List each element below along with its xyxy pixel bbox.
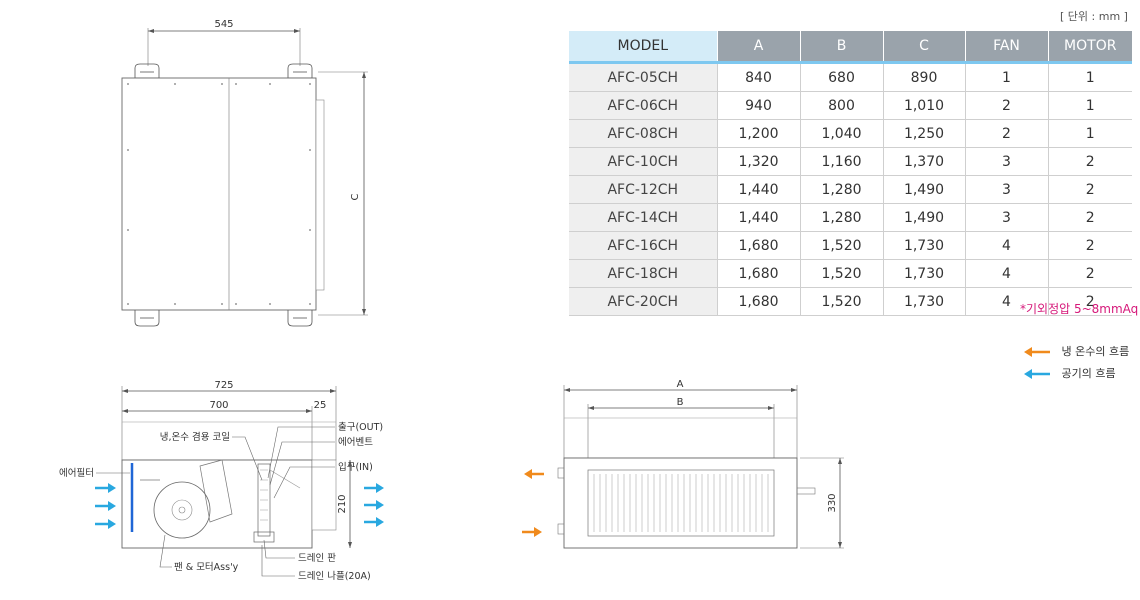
model-cell: AFC-06CH [569,91,718,120]
value-cell: 1,250 [883,119,966,148]
value-cell: 1,440 [717,203,801,232]
value-cell: 1,280 [800,203,884,232]
value-cell: 1 [1048,91,1132,120]
dim-a: A [677,379,684,390]
value-cell: 1,730 [883,287,966,316]
dim-545: 545 [214,19,233,30]
dim-25: 25 [314,400,327,411]
value-cell: 4 [965,231,1049,260]
legend-water: 냉 온수의 흐름 [1022,343,1129,359]
dim-725: 725 [214,380,233,391]
label-fan-motor: 팬 & 모터Ass'y [174,562,239,573]
value-cell: 1 [1048,62,1132,92]
value-cell: 1,280 [800,175,884,204]
value-cell: 1,010 [883,91,966,120]
value-cell: 1,320 [717,147,801,176]
header-a: A [717,31,801,64]
value-cell: 1,490 [883,175,966,204]
header-b: B [800,31,884,64]
value-cell: 2 [965,119,1049,148]
model-cell: AFC-16CH [569,231,718,260]
legend-air-label: 공기의 흐름 [1061,367,1116,380]
top-view-drawing: 545 C [121,19,368,327]
value-cell: 940 [717,91,801,120]
label-drain-pan: 드레인 판 [298,553,336,564]
header-motor: MOTOR [1048,31,1132,64]
value-cell: 2 [1048,287,1132,316]
dim-210: 210 [337,494,348,513]
value-cell: 1,160 [800,147,884,176]
value-cell: 4 [965,287,1049,316]
value-cell: 1,520 [800,259,884,288]
air-flow-arrow-icon [1024,369,1050,379]
value-cell: 1,730 [883,231,966,260]
label-coil: 냉,온수 겸용 코일 [160,431,230,443]
label-inlet: 입구(IN) [338,461,373,473]
header-fan: FAN [965,31,1049,64]
model-cell: AFC-12CH [569,175,718,204]
front-view-drawing: A B 330 [522,379,844,549]
legend-air: 공기의 흐름 [1022,365,1116,381]
value-cell: 2 [1048,175,1132,204]
value-cell: 3 [965,175,1049,204]
dim-b: B [677,397,684,408]
dim-c: C [350,193,361,200]
value-cell: 680 [800,62,884,92]
value-cell: 1,730 [883,259,966,288]
value-cell: 1,680 [717,287,801,316]
value-cell: 890 [883,62,966,92]
value-cell: 2 [1048,259,1132,288]
model-cell: AFC-08CH [569,119,718,148]
model-cell: AFC-14CH [569,203,718,232]
value-cell: 1 [965,62,1049,92]
side-view-drawing: 725 700 25 210 냉,온수 겸용 코일 출구(OUT) 에어벤트 입… [59,380,384,582]
value-cell: 1,490 [883,203,966,232]
value-cell: 3 [965,147,1049,176]
legend-water-label: 냉 온수의 흐름 [1061,345,1130,358]
table-header-row: MODEL A B C FAN MOTOR [569,31,1132,64]
value-cell: 3 [965,203,1049,232]
value-cell: 1,520 [800,287,884,316]
header-model: MODEL [569,31,718,64]
value-cell: 2 [965,91,1049,120]
dim-700: 700 [209,400,228,411]
value-cell: 1,680 [717,259,801,288]
model-cell: AFC-05CH [569,62,718,92]
model-cell: AFC-18CH [569,259,718,288]
model-cell: AFC-10CH [569,147,718,176]
value-cell: 1,040 [800,119,884,148]
static-pressure-note: *기외정압 5~8mmAq [1020,302,1139,316]
dim-330: 330 [827,493,838,512]
value-cell: 1 [1048,119,1132,148]
value-cell: 1,200 [717,119,801,148]
value-cell: 1,370 [883,147,966,176]
value-cell: 2 [1048,147,1132,176]
label-outlet: 출구(OUT) [338,422,383,433]
header-c: C [883,31,966,64]
unit-label: [ 단위 : mm ] [1060,10,1128,23]
value-cell: 840 [717,62,801,92]
value-cell: 1,520 [800,231,884,260]
value-cell: 2 [1048,231,1132,260]
label-drain-nipple: 드레인 나플(20A) [298,571,371,582]
water-flow-arrow-icon [1024,347,1050,357]
value-cell: 4 [965,259,1049,288]
value-cell: 1,440 [717,175,801,204]
value-cell: 800 [800,91,884,120]
label-filter: 에어필터 [59,467,94,479]
model-cell: AFC-20CH [569,287,718,316]
label-vent: 에어벤트 [338,437,373,448]
value-cell: 2 [1048,203,1132,232]
value-cell: 1,680 [717,231,801,260]
